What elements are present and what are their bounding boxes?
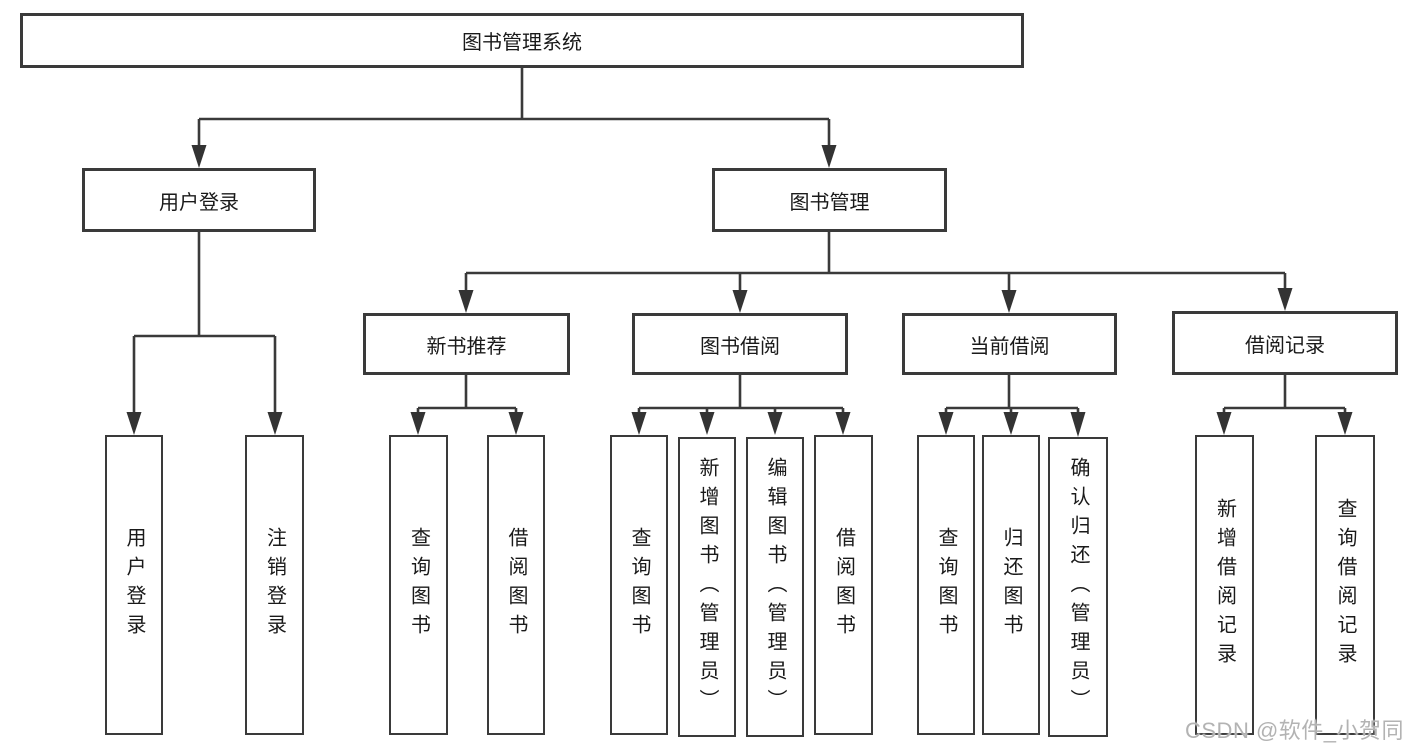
node-leaf-add-borrow-record: 新增借阅记录 — [1195, 435, 1254, 735]
node-leaf-user-login: 用户登录 — [105, 435, 163, 735]
node-current-borrowing: 当前借阅 — [902, 313, 1117, 375]
node-root-library-management-system: 图书管理系统 — [20, 13, 1024, 68]
node-book-borrowing: 图书借阅 — [632, 313, 848, 375]
node-leaf-query-books-1: 查询图书 — [389, 435, 448, 735]
node-user-login: 用户登录 — [82, 168, 316, 232]
csdn-watermark: CSDN @软件_小贺同学 — [1185, 718, 1405, 743]
node-label: 查询图书 — [935, 527, 957, 643]
node-leaf-query-borrow-record: 查询借阅记录 — [1315, 435, 1375, 735]
node-leaf-add-books-admin: 新增图书（管理员） — [678, 437, 736, 737]
node-leaf-borrow-books-1: 借阅图书 — [487, 435, 545, 735]
node-label: 新增借阅记录 — [1213, 498, 1236, 672]
node-label: 归还图书 — [1000, 527, 1022, 643]
node-label: 借阅记录 — [1245, 334, 1325, 357]
node-label: 新书推荐 — [426, 335, 507, 358]
node-new-book-recommendation: 新书推荐 — [363, 313, 570, 375]
node-label: 借阅图书 — [505, 527, 527, 643]
node-leaf-borrow-books-2: 借阅图书 — [814, 435, 873, 735]
node-label: 当前借阅 — [969, 335, 1050, 358]
node-leaf-edit-books-admin: 编辑图书（管理员） — [746, 437, 804, 737]
node-leaf-logout: 注销登录 — [245, 435, 304, 735]
node-label: 注销登录 — [263, 527, 286, 643]
node-label: 图书管理系统 — [462, 32, 582, 54]
node-leaf-query-books-2: 查询图书 — [610, 435, 668, 735]
node-label: 查询图书 — [407, 527, 430, 643]
node-book-management: 图书管理 — [712, 168, 947, 232]
node-label: 用户登录 — [159, 191, 239, 214]
node-label: 新增图书（管理员） — [696, 456, 718, 718]
node-label: 图书借阅 — [700, 335, 780, 358]
node-leaf-return-books: 归还图书 — [982, 435, 1040, 735]
node-borrowing-records: 借阅记录 — [1172, 311, 1398, 375]
node-label: 查询图书 — [628, 527, 650, 643]
node-label: 图书管理 — [789, 191, 870, 214]
node-leaf-confirm-return-admin: 确认归还（管理员） — [1048, 437, 1108, 737]
node-label: 确认归还（管理员） — [1067, 456, 1089, 718]
node-label: 编辑图书（管理员） — [764, 456, 786, 718]
node-leaf-query-books-3: 查询图书 — [917, 435, 975, 735]
node-label: 查询借阅记录 — [1334, 498, 1356, 672]
node-label: 用户登录 — [123, 527, 145, 643]
node-label: 借阅图书 — [832, 527, 855, 643]
